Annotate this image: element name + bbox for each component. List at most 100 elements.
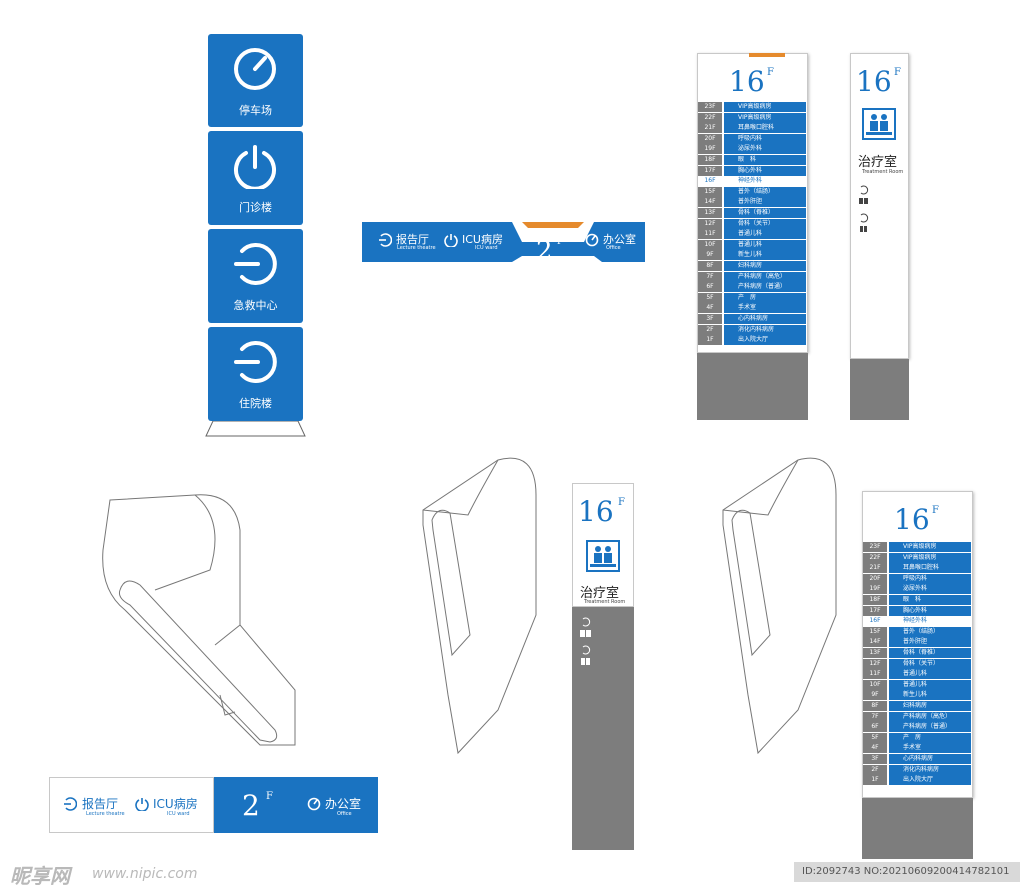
directory-dept-label: 普通儿科 [724, 239, 806, 250]
directory-dept-label: VIP高级病房 [724, 112, 806, 123]
enter-icon [234, 341, 277, 383]
stairs-icon [580, 617, 591, 637]
directory-floor-label: 6F [863, 722, 887, 733]
directory-floor-label: 17F [863, 605, 887, 616]
directory-dept-label: 新生儿科 [724, 250, 806, 261]
flat-item-sub: Lecture theatre [86, 811, 125, 817]
flat-item-label: 办公室 [325, 797, 362, 811]
directory-dept-label: 普通儿科 [889, 679, 971, 690]
directory-floor-label: 3F [698, 314, 722, 324]
directory-dept-label: 妇科病房 [889, 701, 971, 711]
power-icon [444, 234, 458, 247]
treatment-room-icon [862, 108, 896, 140]
tile-label: 住院楼 [239, 397, 272, 410]
directory-dept-label: 心内科病房 [889, 754, 971, 764]
directory-floor-label: 2F [863, 764, 887, 775]
tile-label: 急救中心 [233, 299, 278, 312]
directory-dept-label: 产科病房（高危） [889, 711, 971, 722]
directory-floor-suffix: F [932, 505, 939, 516]
toilet-icon [860, 213, 869, 232]
flat-item-label: 报告厅 [82, 797, 119, 811]
directory-floor-label: 4F [698, 303, 722, 314]
room-sign-stand-2: 16 F 治疗室 Treatment Room [572, 483, 634, 850]
flat-item-label: ICU病房 [153, 797, 198, 811]
directory-dept-label: 产 房 [889, 732, 971, 743]
enter-icon [64, 797, 77, 811]
directory-floor-label: 21F [698, 123, 722, 134]
accent-strip [749, 53, 785, 57]
directory-dept-label: 胸心外科 [724, 165, 806, 176]
directory-floor-label: 23F [698, 102, 722, 112]
hanging-sign-flat: 报告厅 Lecture theatre ICU病房 ICU ward 2 F 办… [49, 777, 378, 833]
directory-dept-label: 胸心外科 [889, 605, 971, 616]
directory-dept-label: 呼吸内科 [889, 573, 971, 584]
stand-base [850, 359, 909, 420]
directory-dept-label: 神经外科 [724, 176, 806, 187]
room-name: 治疗室 [580, 586, 620, 601]
directory-floor-label: 14F [863, 637, 887, 648]
directory-floor-label: 19F [863, 584, 887, 595]
directory-floor-label: 4F [863, 743, 887, 754]
directory-dept-label: 骨科（关节） [889, 658, 971, 669]
tile-emergency: 急救中心 [208, 229, 303, 323]
directory-floor-label: 20F [698, 133, 722, 144]
room-name-en: Treatment Room [584, 599, 626, 605]
directory-dept-label: 普通儿科 [889, 669, 971, 680]
directory-floor-label: 20F [863, 573, 887, 584]
room-panel [850, 53, 909, 359]
directory-dept-label: 消化内科病房 [724, 324, 806, 335]
directory-floor-label: 3F [863, 754, 887, 764]
directory-dept-label: 眼 科 [889, 595, 971, 605]
directory-floor-label: 1F [698, 335, 722, 346]
tile-outpatient: 门诊楼 [208, 131, 303, 225]
directory-floor-label: 19F [698, 144, 722, 155]
flat-floor-number: 2 [242, 789, 260, 822]
tile-parking: 停车场 [208, 34, 303, 127]
directory-floor-label: 6F [698, 282, 722, 293]
directory-dept-label: 普外肝胆 [889, 637, 971, 648]
directory-dept-label: 产科病房（高危） [724, 271, 806, 282]
hanging-floor-number: 2 [536, 236, 553, 266]
power-icon [135, 798, 149, 811]
hanging-item-label: ICU病房 [462, 233, 503, 246]
sign-3d-outline-3 [722, 457, 837, 755]
stand-base [862, 798, 973, 859]
directory-floor-label: 7F [863, 711, 887, 722]
tile-label: 停车场 [239, 104, 272, 117]
directory-dept-label: 出入院大厅 [889, 775, 971, 786]
toilet-icon [581, 645, 591, 665]
directory-floor-label: 12F [698, 218, 722, 229]
power-check-icon [585, 233, 599, 247]
hanging-item-label: 报告厅 [396, 233, 429, 246]
tile-label: 门诊楼 [239, 201, 272, 214]
enter-icon [234, 243, 277, 285]
hanging-sign-shape [362, 222, 645, 262]
flat-item-sub: Office [337, 811, 352, 817]
directory-dept-label: 神经外科 [889, 616, 971, 627]
directory-floor-label: 10F [698, 239, 722, 250]
directory-floor-label: 11F [863, 669, 887, 680]
